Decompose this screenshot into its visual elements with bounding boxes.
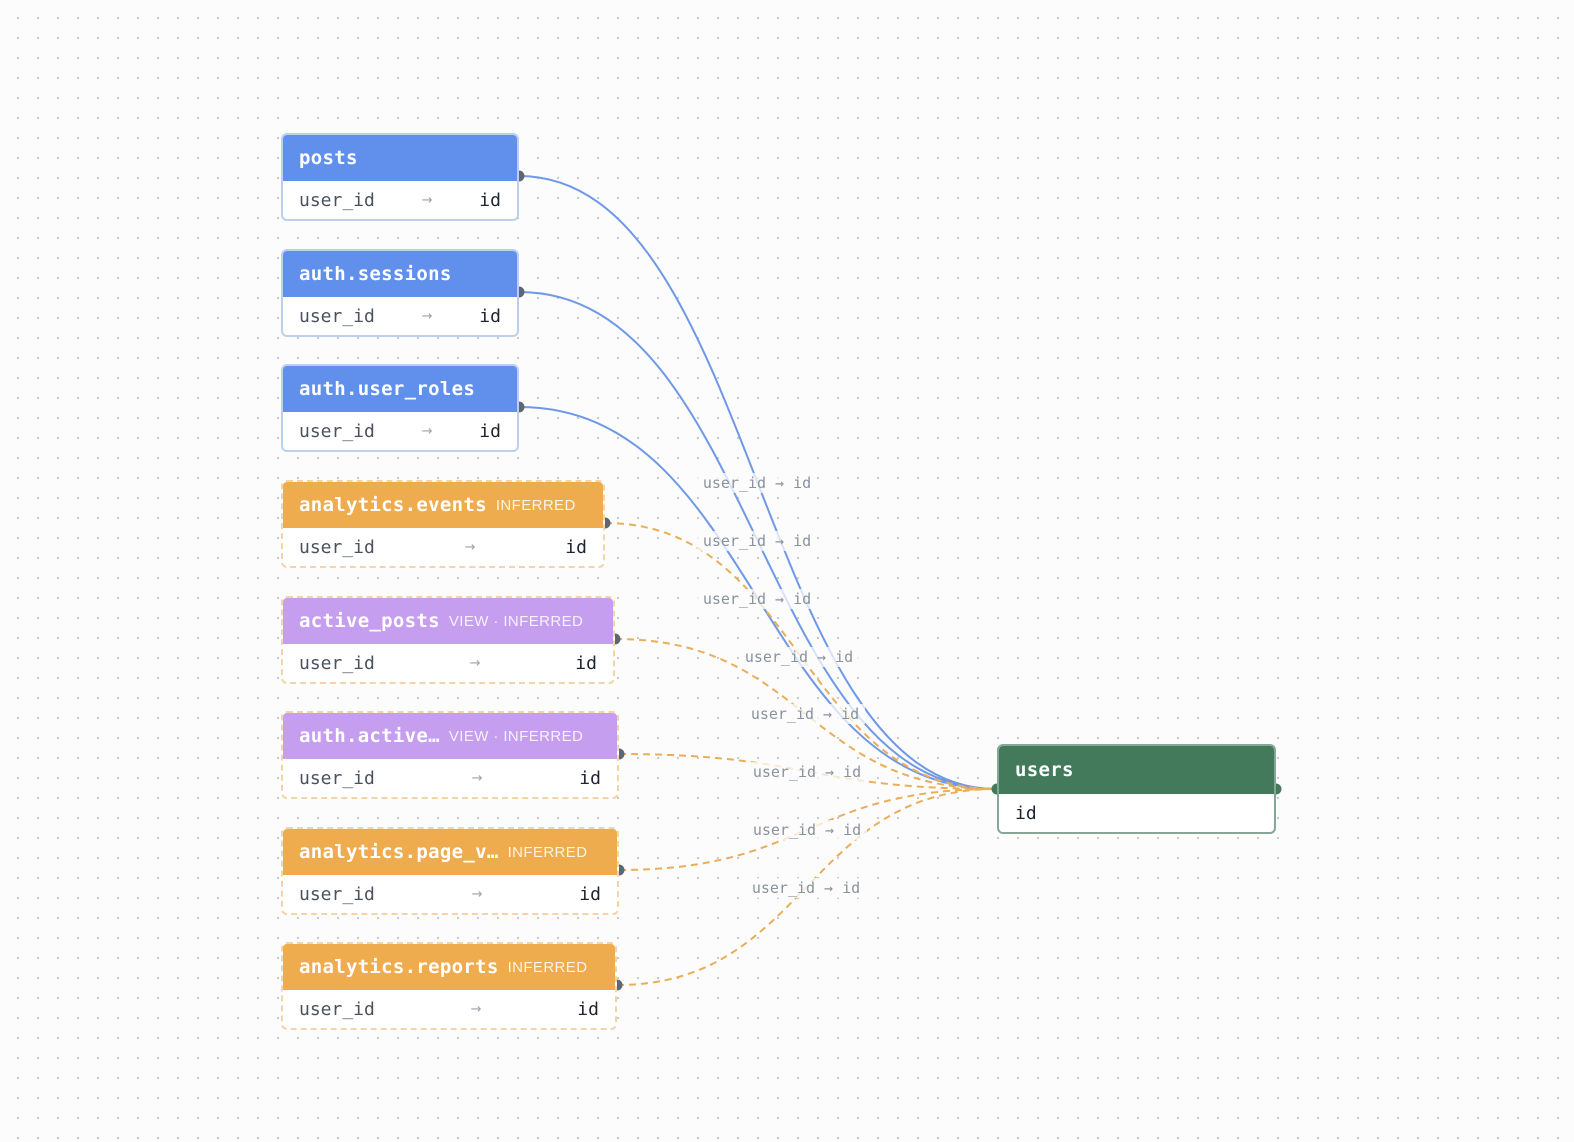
node-column-row[interactable]: user_id → id: [283, 412, 517, 450]
inferred-badge: INFERRED: [507, 843, 588, 861]
node-active-posts[interactable]: active_posts VIEW · INFERRED user_id → id: [281, 596, 615, 684]
edge-label: user_id → id: [739, 647, 859, 667]
node-column-row[interactable]: user_id → id: [283, 990, 615, 1028]
column-from: user_id: [299, 189, 375, 211]
arrow-icon: →: [471, 886, 483, 902]
node-header[interactable]: analytics.reports INFERRED: [283, 944, 615, 990]
edge-label: user_id → id: [697, 473, 817, 493]
edge-label: user_id → id: [747, 762, 867, 782]
edge-label: user_id → id: [745, 704, 865, 724]
column-to: id: [565, 536, 587, 558]
arrow-icon: →: [421, 192, 433, 208]
node-title: analytics.reports: [299, 956, 499, 978]
column-from: user_id: [299, 420, 375, 442]
edge-4[interactable]: [614, 638, 997, 790]
node-header[interactable]: users: [999, 746, 1274, 794]
node-column-row[interactable]: id: [999, 794, 1274, 832]
column-to: id: [575, 652, 597, 674]
node-column-row[interactable]: user_id → id: [283, 528, 603, 566]
arrow-icon: →: [470, 1001, 482, 1017]
node-column-row[interactable]: user_id → id: [283, 297, 517, 335]
arrow-icon: →: [471, 770, 483, 786]
node-title: posts: [299, 147, 358, 169]
svg-text:user_id → id: user_id → id: [751, 705, 859, 723]
column-to: id: [479, 189, 501, 211]
node-title: users: [1015, 759, 1074, 781]
node-analytics-page-v[interactable]: analytics.page_v… INFERRED user_id → id: [281, 827, 619, 915]
svg-text:user_id → id: user_id → id: [752, 879, 860, 897]
edge-3[interactable]: [604, 522, 997, 790]
node-title: active_posts: [299, 610, 440, 632]
arrow-icon: →: [421, 308, 433, 324]
node-header[interactable]: active_posts VIEW · INFERRED: [283, 598, 613, 644]
column-to: id: [579, 883, 601, 905]
edge-label: user_id → id: [697, 589, 817, 609]
inferred-badge: INFERRED: [495, 496, 576, 514]
node-posts[interactable]: posts user_id → id: [281, 133, 519, 221]
svg-text:user_id → id: user_id → id: [703, 590, 811, 608]
view-inferred-badge: VIEW · INFERRED: [448, 727, 584, 745]
column-to: id: [577, 998, 599, 1020]
node-auth-active[interactable]: auth.active… VIEW · INFERRED user_id → id: [281, 711, 619, 799]
node-title: auth.active…: [299, 725, 440, 747]
node-users[interactable]: users id: [997, 744, 1276, 834]
node-header[interactable]: analytics.events INFERRED: [283, 482, 603, 528]
node-title: analytics.events: [299, 494, 487, 516]
edge-5[interactable]: [618, 753, 997, 790]
svg-text:user_id → id: user_id → id: [753, 763, 861, 781]
node-title: auth.user_roles: [299, 378, 476, 400]
edge-label: user_id → id: [747, 820, 867, 840]
column-from: user_id: [299, 998, 375, 1020]
node-header[interactable]: posts: [283, 135, 517, 181]
arrow-icon: →: [464, 539, 476, 555]
arrow-icon: →: [469, 655, 481, 671]
column-from: user_id: [299, 883, 375, 905]
column-to: id: [479, 305, 501, 327]
edge-label: user_id → id: [746, 878, 866, 898]
column-id: id: [1015, 802, 1037, 824]
column-from: user_id: [299, 536, 375, 558]
node-column-row[interactable]: user_id → id: [283, 644, 613, 682]
node-header[interactable]: auth.user_roles: [283, 366, 517, 412]
edge-label: user_id → id: [697, 531, 817, 551]
svg-text:user_id → id: user_id → id: [703, 532, 811, 550]
node-title: analytics.page_v…: [299, 841, 499, 863]
node-analytics-events[interactable]: analytics.events INFERRED user_id → id: [281, 480, 605, 568]
node-column-row[interactable]: user_id → id: [283, 759, 617, 797]
node-column-row[interactable]: user_id → id: [283, 875, 617, 913]
inferred-badge: INFERRED: [507, 958, 588, 976]
column-from: user_id: [299, 652, 375, 674]
edge-6[interactable]: [618, 788, 997, 871]
arrow-icon: →: [421, 423, 433, 439]
node-header[interactable]: auth.active… VIEW · INFERRED: [283, 713, 617, 759]
node-header[interactable]: analytics.page_v… INFERRED: [283, 829, 617, 875]
edge-7[interactable]: [616, 788, 997, 986]
column-from: user_id: [299, 305, 375, 327]
svg-text:user_id → id: user_id → id: [745, 648, 853, 666]
node-title: auth.sessions: [299, 263, 452, 285]
svg-text:user_id → id: user_id → id: [753, 821, 861, 839]
svg-text:user_id → id: user_id → id: [703, 474, 811, 492]
column-to: id: [479, 420, 501, 442]
column-from: user_id: [299, 767, 375, 789]
node-analytics-reports[interactable]: analytics.reports INFERRED user_id → id: [281, 942, 617, 1030]
node-column-row[interactable]: user_id → id: [283, 181, 517, 219]
node-auth-sessions[interactable]: auth.sessions user_id → id: [281, 249, 519, 337]
view-inferred-badge: VIEW · INFERRED: [448, 612, 584, 630]
node-auth-user-roles[interactable]: auth.user_roles user_id → id: [281, 364, 519, 452]
node-header[interactable]: auth.sessions: [283, 251, 517, 297]
column-to: id: [579, 767, 601, 789]
